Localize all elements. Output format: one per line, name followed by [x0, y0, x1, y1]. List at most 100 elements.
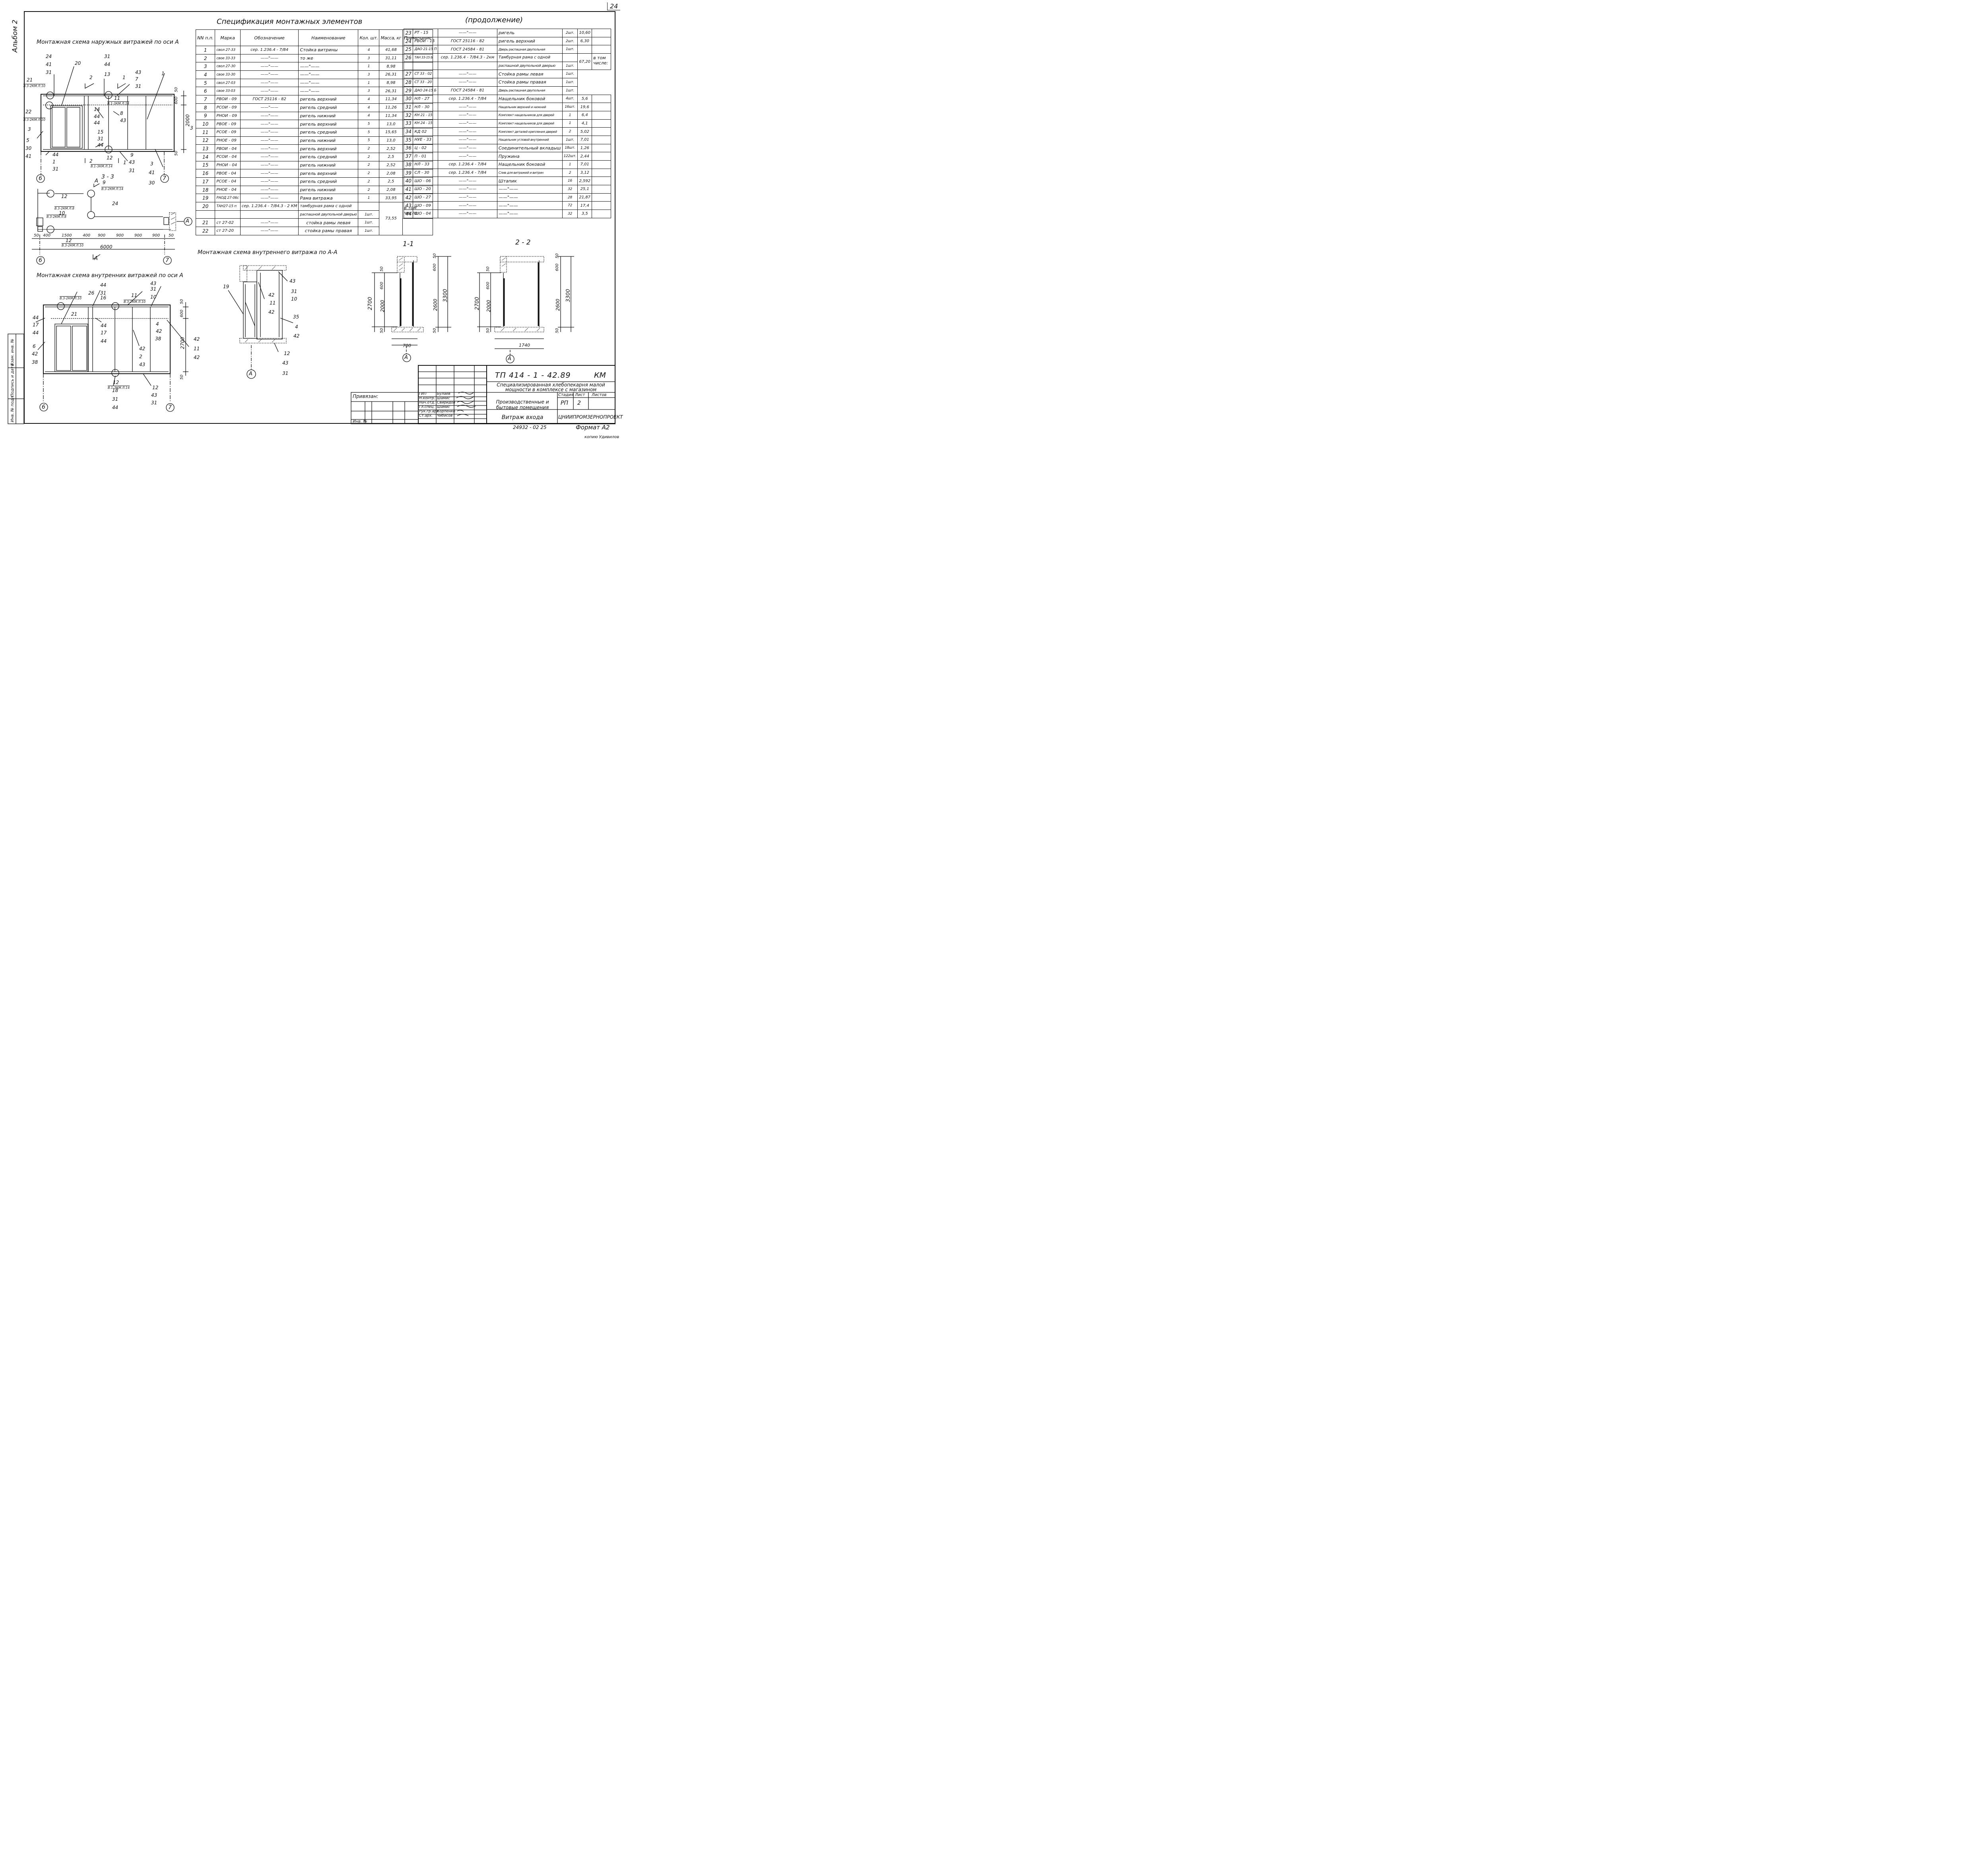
- axis-a-11: А: [404, 355, 408, 361]
- dim-50-inner-top: 50: [180, 299, 184, 304]
- item-callout: 17: [101, 330, 107, 336]
- sheet-label: Лист: [575, 393, 585, 397]
- dim-600-22b: 600: [555, 263, 559, 271]
- item-callout: 18: [112, 388, 118, 393]
- item-callout: 44: [101, 338, 107, 344]
- section-mark-a-bottom: А: [94, 256, 98, 262]
- item-callout: 44: [104, 62, 111, 67]
- dim-50-outer-bot: 50: [174, 151, 179, 156]
- item-callout: 31: [282, 371, 289, 376]
- dim-600-inner: 600: [180, 309, 184, 317]
- item-callout: 19: [223, 284, 229, 289]
- dim-3300-11: 3300: [443, 289, 448, 302]
- drawing-frame: [24, 11, 615, 424]
- item-callout: 24: [46, 54, 52, 59]
- axis-a-aa: А: [249, 371, 252, 377]
- item-callout: 44: [100, 282, 107, 288]
- item-callout: 43: [135, 70, 142, 75]
- dim-50-outer-top: 50: [174, 87, 179, 92]
- item-callout: 14: [94, 107, 100, 112]
- item-callout: 4: [295, 324, 298, 330]
- item-callout: 30: [149, 180, 155, 186]
- item-callout: 42: [293, 333, 300, 339]
- dim-600-11: 600: [380, 281, 384, 289]
- col-num: NN п.п.: [195, 29, 215, 46]
- item-callout: 10: [150, 294, 157, 300]
- tb-role: ГИП: [419, 392, 427, 396]
- tb-role: Н.контр.: [419, 396, 435, 400]
- dim-2000-22: 2000: [486, 300, 491, 312]
- item-callout: 26: [88, 290, 95, 296]
- node-reference: В.3-2КМ.Л.10: [124, 300, 146, 304]
- outer-vitrage-outline: [41, 94, 175, 152]
- node-reference: В.1-3КМ.Л.14: [108, 386, 130, 390]
- item-callout: 12: [107, 155, 113, 161]
- item-callout: 2: [89, 75, 93, 80]
- dim-2600-22: 2600: [555, 299, 561, 311]
- item-callout: 12: [113, 380, 119, 385]
- item-callout: 31: [112, 396, 118, 402]
- node-reference: В.3-2КМ.Л.10: [23, 118, 45, 122]
- node-reference: В.3-2КМ.Л.14: [101, 187, 123, 191]
- item-callout: 38: [155, 336, 161, 342]
- item-callout: 5: [26, 138, 29, 143]
- item-callout: 42: [139, 346, 146, 351]
- item-callout: 1: [161, 71, 165, 76]
- spec-row-22: 22 ст 27-20 ——"—— стойка рамы правая 1шт…: [195, 227, 433, 235]
- sheet-number: 24: [607, 2, 621, 10]
- tb-role: Гл.спец.: [419, 405, 435, 409]
- side-stamp-2: Подпись и дата: [10, 364, 15, 397]
- axis-6-top: 6: [39, 175, 42, 182]
- item-callout: 16: [100, 295, 107, 301]
- stage-label: Стадия: [558, 393, 574, 397]
- section-name: Производственные и бытовые помещения: [496, 399, 549, 410]
- axis-6-inner: 6: [42, 404, 45, 410]
- item-callout: 11: [270, 300, 276, 306]
- dim-2700-22: 2700: [474, 297, 480, 310]
- inner-scheme-title: Монтажная схема внутренних витражей по о…: [37, 272, 183, 279]
- item-callout: 44: [33, 330, 39, 336]
- inv-label: Инв. №: [353, 419, 367, 424]
- doc-km: КМ: [594, 371, 606, 380]
- node-reference: В.3-2КМ.Л.10: [23, 84, 45, 88]
- item-callout: 44: [101, 323, 107, 328]
- axis-7-top: 7: [163, 175, 166, 182]
- dim-bottom: 900: [152, 233, 160, 238]
- node-reference: В.3-2КМ.Л.10: [60, 296, 82, 300]
- col-mark: Марка: [215, 29, 241, 46]
- item-callout: 43: [282, 360, 289, 366]
- item-callout: 31: [291, 289, 297, 294]
- dim-50-11-bot: 50: [380, 328, 384, 333]
- item-callout: 11: [114, 95, 120, 101]
- axis-a-22: А: [508, 356, 511, 362]
- item-callout: 24: [112, 201, 118, 206]
- section-mark-a-top: А: [95, 178, 98, 184]
- item-callout: 41: [149, 170, 155, 175]
- section-2-2-title: 2 - 2: [515, 239, 531, 246]
- drawings-svg: [8, 66, 615, 424]
- item-callout: 41: [25, 153, 32, 159]
- dim-3300-22: 3300: [565, 289, 571, 302]
- dim-2000-outer: 2000: [185, 114, 190, 126]
- item-callout: 42: [32, 351, 38, 357]
- item-callout: 43: [151, 392, 157, 398]
- stamp-number: 24932 - 02 25: [513, 425, 547, 430]
- item-callout: 42: [194, 355, 200, 360]
- dim-1740: 1740: [519, 343, 530, 348]
- format-label: Формат А2: [576, 424, 610, 431]
- dim-50-22-bot: 50: [486, 328, 490, 333]
- dim-50-11b-bot: 50: [433, 328, 437, 333]
- item-callout: 35: [293, 314, 299, 320]
- item-callout: 17: [33, 322, 39, 328]
